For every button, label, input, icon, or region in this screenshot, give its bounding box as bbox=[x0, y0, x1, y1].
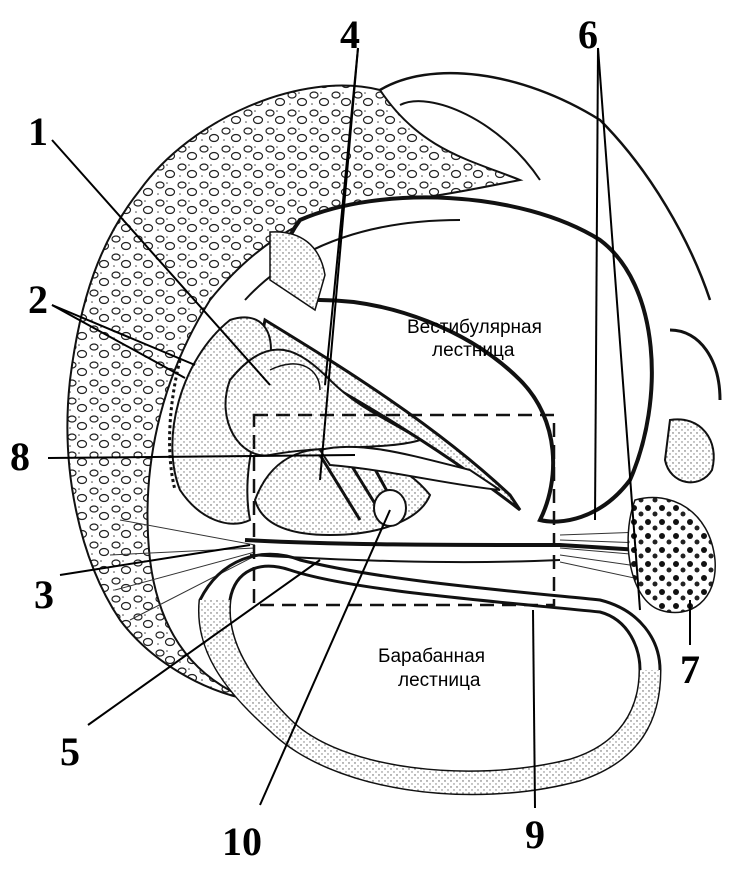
label-9: 9 bbox=[525, 812, 545, 857]
tympanic-scala-label-line2: лестница bbox=[398, 670, 481, 691]
scala-tympani-wall bbox=[197, 552, 662, 796]
label-4: 4 bbox=[340, 12, 360, 57]
organ-of-corti bbox=[253, 445, 501, 537]
spiral-limbus bbox=[224, 348, 423, 457]
spiral-ganglion bbox=[627, 328, 722, 614]
vestibular-scala-label-line2: лестница bbox=[432, 340, 515, 361]
basilar-membrane bbox=[244, 538, 641, 564]
label-8: 8 bbox=[10, 434, 30, 479]
vestibular-scala-label-line1: Вестибулярная bbox=[407, 317, 542, 338]
label-2: 2 bbox=[28, 277, 48, 322]
leader-lines bbox=[47, 47, 691, 809]
tympanic-scala-label-line1: Барабанная bbox=[378, 646, 485, 667]
label-7: 7 bbox=[680, 647, 700, 692]
label-10: 10 bbox=[222, 819, 262, 864]
label-5: 5 bbox=[60, 729, 80, 774]
label-3: 3 bbox=[34, 572, 54, 617]
bony-capsule bbox=[66, 71, 712, 701]
cochlear-wall bbox=[244, 195, 654, 524]
label-1: 1 bbox=[28, 109, 48, 154]
detail-frame bbox=[252, 413, 556, 607]
label-6: 6 bbox=[578, 12, 598, 57]
